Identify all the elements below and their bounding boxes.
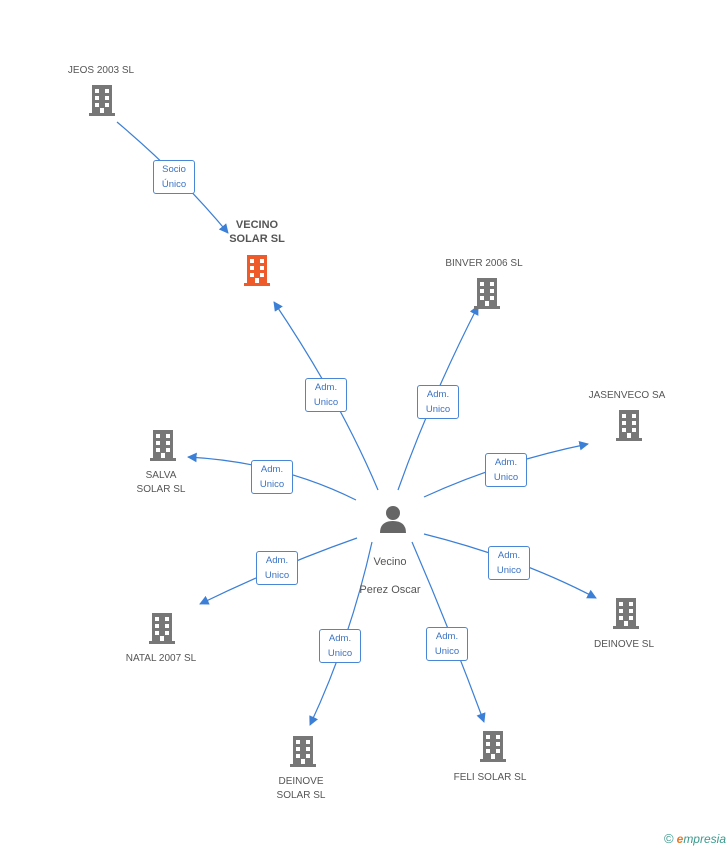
relation-label-feli[interactable]: Adm. Unico (426, 627, 468, 661)
company-label-vecino[interactable]: VECINO SOLAR SL (229, 219, 285, 245)
person-name-line2: Perez Oscar (359, 584, 421, 596)
building-icon-deinove[interactable] (613, 598, 639, 629)
company-label-salva[interactable]: SALVA SOLAR SL (136, 470, 186, 495)
relation-label-line2: Unico (264, 570, 290, 581)
building-icon-jeos[interactable] (89, 85, 115, 116)
person-name-line1: Vecino (373, 556, 407, 568)
relation-label-line1: Adm. (260, 464, 284, 475)
relation-label-line1: Adm. (435, 631, 459, 642)
company-label-deinove[interactable]: DEINOVE SL (593, 639, 655, 650)
copyright-symbol: © (664, 831, 674, 846)
relation-label-line1: Adm. (328, 633, 352, 644)
relation-label-line1: Adm. (426, 389, 450, 400)
company-label-jasenveco[interactable]: JASENVECO SA (588, 390, 666, 401)
company-label-feli[interactable]: FELI SOLAR SL (453, 772, 527, 783)
relation-label-line2: Unico (313, 397, 339, 408)
relation-label-line2: Unico (327, 648, 353, 659)
empresia-watermark[interactable]: ©empresia (664, 831, 726, 846)
relation-label-line1: Adm. (494, 457, 518, 468)
relation-label-binver[interactable]: Adm. Unico (417, 385, 459, 419)
person-icon[interactable] (380, 506, 406, 533)
relation-label-line1: Adm. (314, 382, 338, 393)
relation-label-line1: Adm. (265, 555, 289, 566)
building-icon-jasenveco[interactable] (616, 410, 642, 441)
relation-label-deinove-solar[interactable]: Adm. Unico (319, 629, 361, 663)
building-icon-salva[interactable] (150, 430, 176, 461)
company-label-deinove-solar[interactable]: DEINOVE SOLAR SL (276, 776, 326, 801)
relation-label-line2: Unico (259, 479, 285, 490)
relation-label-line2: Unico (434, 646, 460, 657)
relation-label-deinove[interactable]: Adm. Unico (488, 546, 530, 580)
relation-label-salva[interactable]: Adm. Unico (251, 460, 293, 494)
relation-label-line2: Único (161, 179, 187, 190)
relation-label-jasenveco[interactable]: Adm. Unico (485, 453, 527, 487)
relation-label-line2: Unico (493, 472, 519, 483)
building-icon-binver[interactable] (474, 278, 500, 309)
company-label-jeos[interactable]: JEOS 2003 SL (67, 65, 135, 76)
company-label-binver[interactable]: BINVER 2006 SL (445, 258, 523, 269)
building-icon-feli[interactable] (480, 731, 506, 762)
company-label-natal[interactable]: NATAL 2007 SL (125, 653, 197, 664)
building-icon-deinove-solar[interactable] (290, 736, 316, 767)
relation-label-line2: Unico (425, 404, 451, 415)
brand-initial: e (676, 832, 684, 846)
relation-label-line1: Socio (162, 164, 186, 175)
relation-label-line1: Adm. (497, 550, 521, 561)
relation-label-line2: Unico (496, 565, 522, 576)
relation-label-jeos-vecino[interactable]: Socio Único (153, 160, 195, 194)
brand-name: mpresia (683, 832, 726, 846)
relation-label-vecino[interactable]: Adm. Unico (305, 378, 347, 412)
person-name[interactable]: Vecino Perez Oscar (320, 541, 460, 597)
building-icon-vecino[interactable] (244, 255, 270, 286)
building-icon-natal[interactable] (149, 613, 175, 644)
relation-label-natal[interactable]: Adm. Unico (256, 551, 298, 585)
